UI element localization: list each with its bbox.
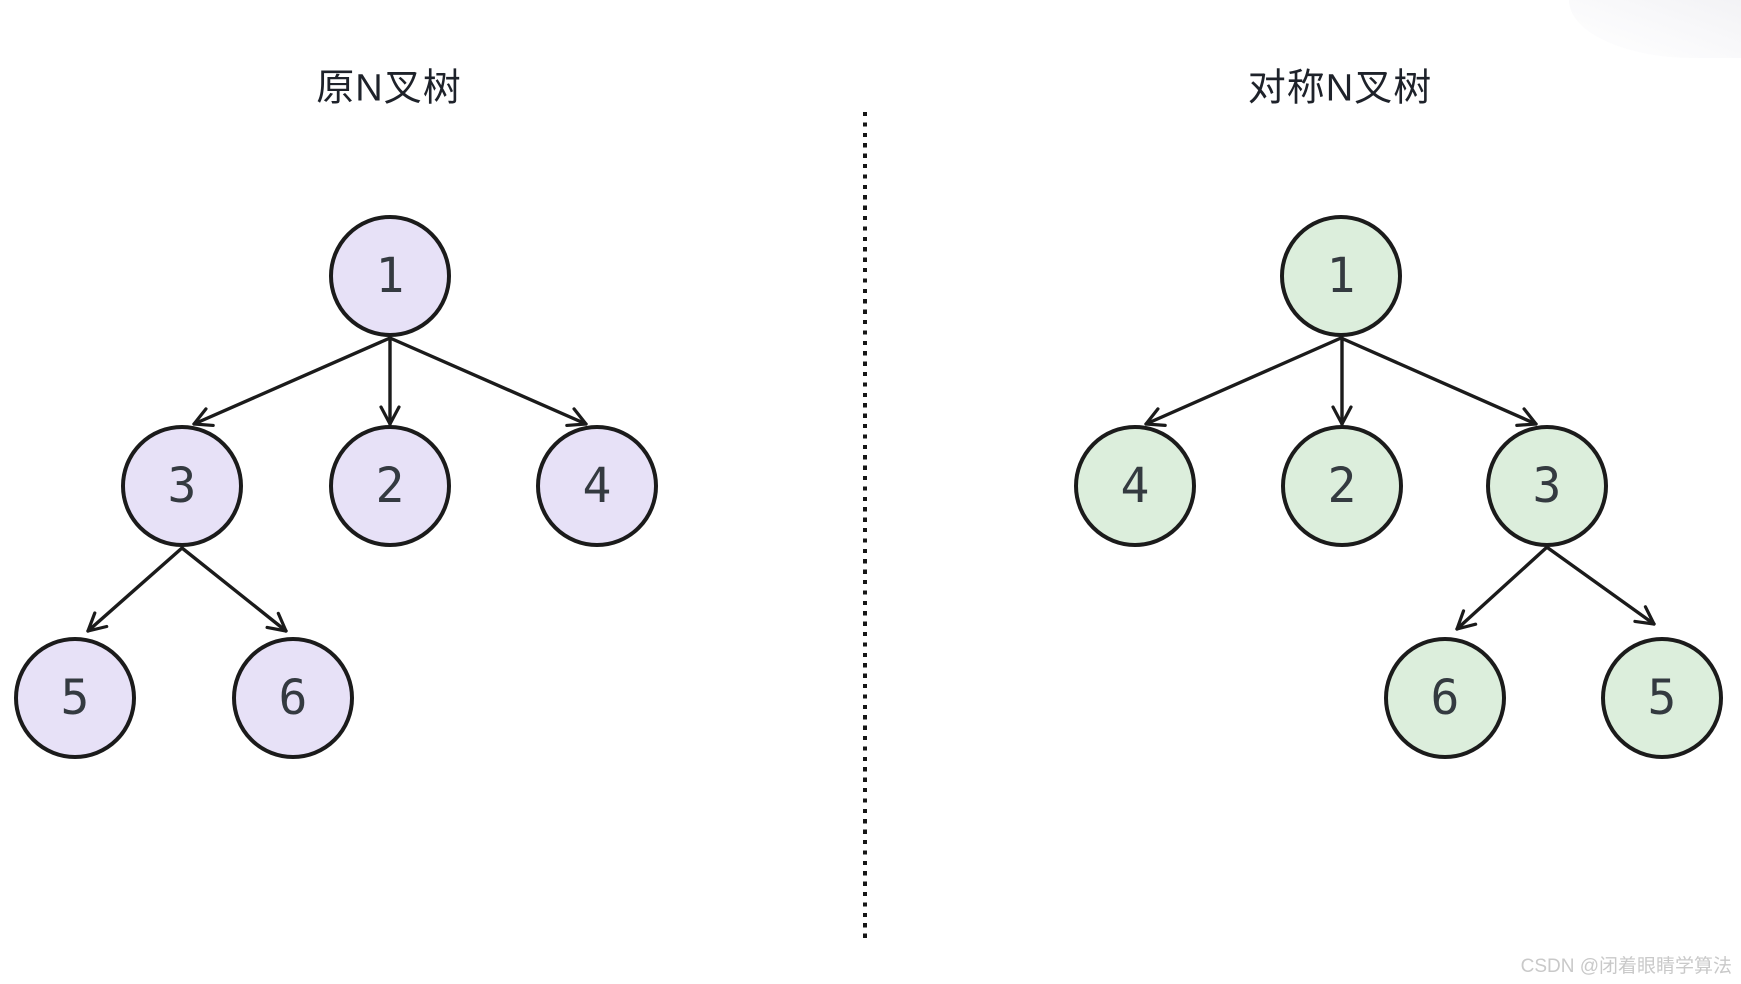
node-original-1: 1: [329, 215, 451, 337]
node-original-6: 6: [232, 637, 354, 759]
right-tree-title: 对称N叉树: [1247, 67, 1433, 110]
node-symmetric-3: 3: [1486, 425, 1608, 547]
edge-symmetric-3-6: [1455, 546, 1548, 631]
divider-dotted-line: [863, 112, 867, 942]
left-tree-title: 原N叉树: [316, 67, 462, 110]
node-symmetric-2: 2: [1281, 425, 1403, 547]
node-symmetric-5: 5: [1601, 637, 1723, 759]
node-symmetric-6: 6: [1384, 637, 1506, 759]
edge-symmetric-1-3: [1339, 336, 1538, 427]
edge-original-3-5: [86, 546, 184, 633]
edge-symmetric-3-5: [1546, 546, 1656, 626]
node-symmetric-4: 4: [1074, 425, 1196, 547]
edge-original-1-3: [192, 336, 392, 428]
edge-symmetric-1-4: [1144, 336, 1343, 427]
node-symmetric-1: 1: [1280, 215, 1402, 337]
node-original-5: 5: [14, 637, 136, 759]
edge-original-3-6: [180, 546, 288, 633]
node-original-3: 3: [121, 425, 243, 547]
node-original-2: 2: [329, 425, 451, 547]
node-original-4: 4: [536, 425, 658, 547]
edge-original-1-4: [388, 336, 588, 428]
watermark: CSDN @闭着眼睛学算法: [1520, 956, 1732, 977]
